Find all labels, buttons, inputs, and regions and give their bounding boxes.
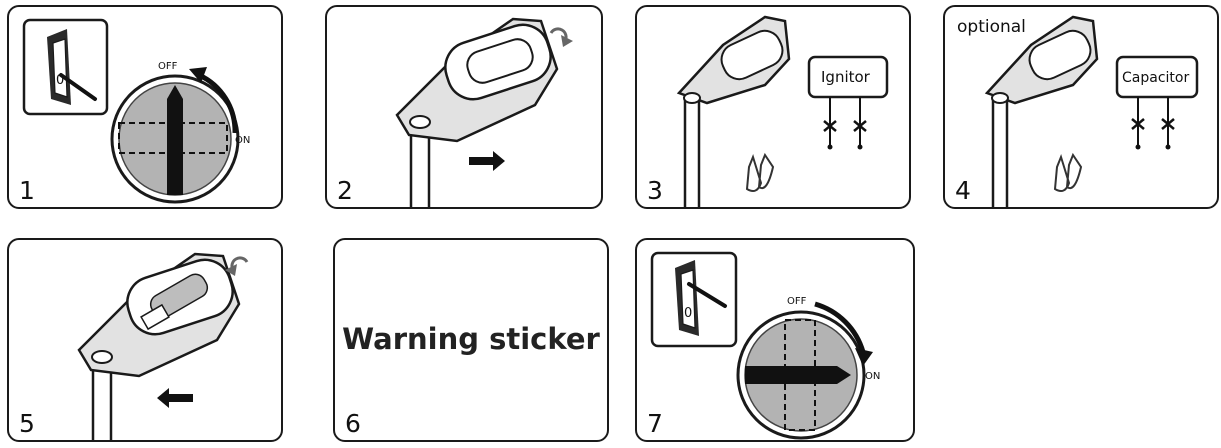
switch-off-label: OFF [787, 296, 807, 307]
step-panel-3: Ignitor 3 [635, 5, 911, 209]
step-number: 6 [345, 409, 361, 438]
step-number: 4 [955, 176, 971, 205]
close-luminaire-illustration [77, 252, 249, 440]
switch-mark-0: 0 [56, 73, 64, 88]
step-number: 1 [19, 176, 35, 205]
optional-caption: optional [957, 17, 1026, 37]
ignitor-label: Ignitor [821, 68, 871, 86]
step-number: 5 [19, 409, 35, 438]
step-panel-1: 0 OFF ON 1 [7, 5, 283, 209]
step-panel-5: 5 [7, 238, 283, 442]
step-panel-6: Warning sticker 6 [333, 238, 609, 442]
switch-mark-0: 0 [684, 306, 692, 321]
step-number: 3 [647, 176, 663, 205]
switch-off-illustration: 0 OFF ON [22, 18, 250, 204]
switch-off-label: OFF [158, 61, 178, 72]
step-panel-2: 2 [325, 5, 603, 209]
step-panel-7: 0 OFF ON 7 [635, 238, 915, 442]
switch-on-illustration: 0 OFF ON [650, 251, 880, 440]
disconnect-ignitor-illustration: Ignitor [676, 15, 889, 207]
step-panel-4: optional Capacitor 4 [943, 5, 1219, 209]
switch-on-label: ON [865, 371, 880, 382]
warning-sticker-text: Warning sticker [342, 322, 600, 356]
step-number: 7 [647, 409, 663, 438]
switch-on-label: ON [235, 135, 250, 146]
step-number: 2 [337, 176, 353, 205]
open-luminaire-illustration [395, 17, 573, 207]
disconnect-capacitor-illustration: Capacitor [984, 15, 1199, 207]
capacitor-label: Capacitor [1122, 70, 1189, 86]
